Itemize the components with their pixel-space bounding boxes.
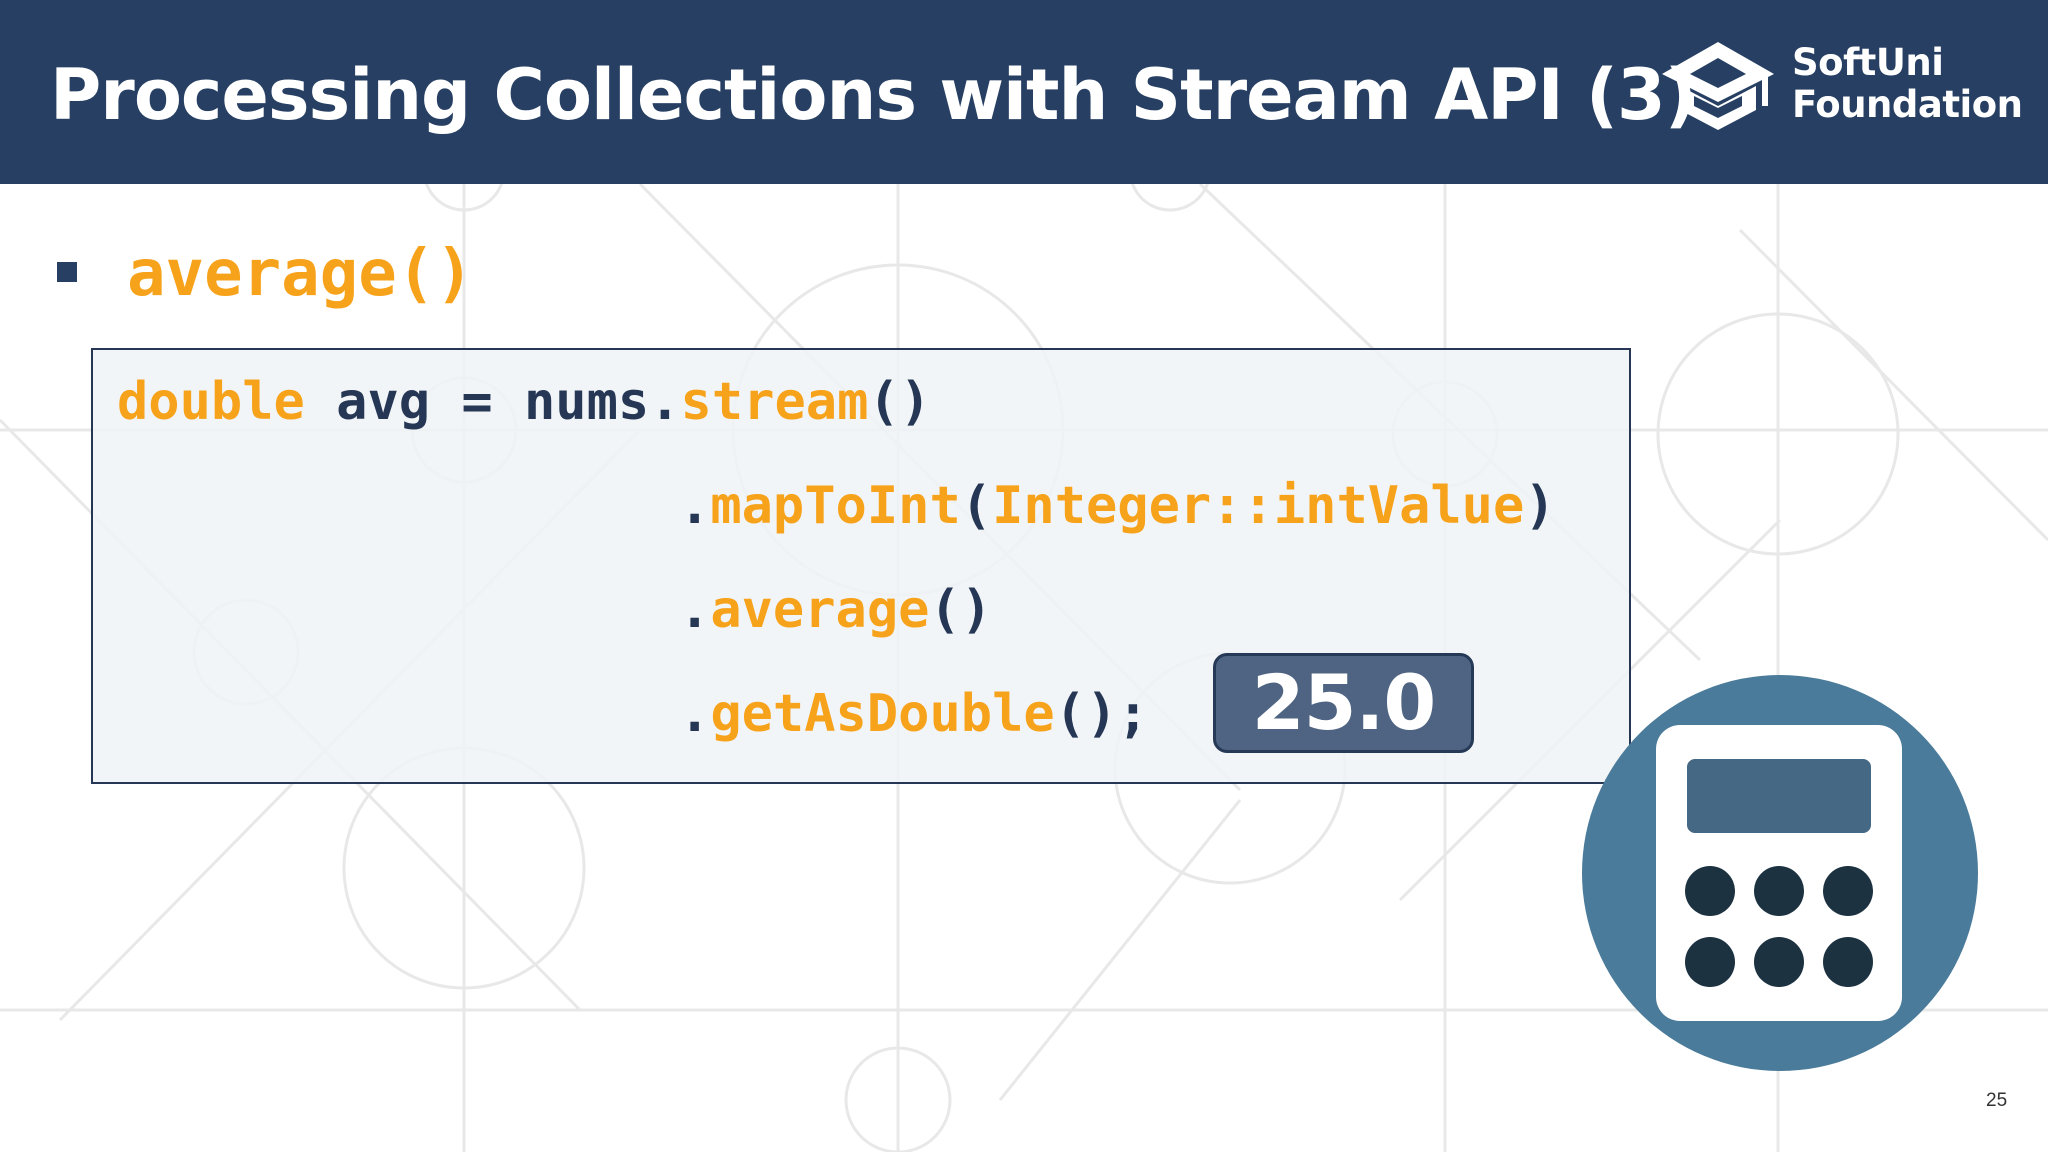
code-paren: (): [929, 580, 993, 640]
code-argument: Integer::intValue: [992, 476, 1525, 536]
result-badge: 25.0: [1213, 653, 1474, 753]
code-line-4: .getAsDouble();: [679, 682, 1149, 746]
code-dot: .: [649, 372, 681, 432]
code-line-3: .average(): [679, 578, 992, 642]
logo-wordmark: SoftUni Foundation: [1792, 41, 2023, 126]
page-number: 25: [1986, 1090, 2008, 1111]
code-dot: .: [679, 476, 711, 536]
code-paren: ();: [1054, 684, 1149, 744]
code-method: average: [710, 580, 930, 640]
logo-line-2: Foundation: [1792, 83, 2023, 126]
code-method: getAsDouble: [710, 684, 1055, 744]
code-dot: .: [679, 580, 711, 640]
result-value: 25.0: [1251, 658, 1437, 747]
code-method: mapToInt: [710, 476, 961, 536]
slide-header: Processing Collections with Stream API (…: [0, 0, 2048, 184]
code-identifier: avg = nums: [304, 372, 650, 432]
graduation-cap-icon: [1662, 42, 1774, 130]
code-paren: (): [868, 372, 931, 432]
slide-title: Processing Collections with Stream API (…: [50, 54, 1697, 136]
code-line-2: .mapToInt(Integer::intValue): [679, 474, 1556, 538]
code-line-1: double avg = nums.stream(): [117, 370, 931, 434]
logo-line-1: SoftUni: [1792, 41, 1944, 84]
bullet-text: average(): [127, 237, 474, 311]
code-keyword: double: [117, 372, 305, 432]
bullet-marker: [57, 262, 77, 282]
calculator-icon: [1582, 675, 1978, 1071]
code-paren: ): [1524, 476, 1556, 536]
code-dot: .: [679, 684, 711, 744]
code-method: stream: [680, 372, 869, 432]
softuni-foundation-logo: SoftUni Foundation: [1656, 36, 2023, 136]
code-paren: (: [960, 476, 993, 536]
